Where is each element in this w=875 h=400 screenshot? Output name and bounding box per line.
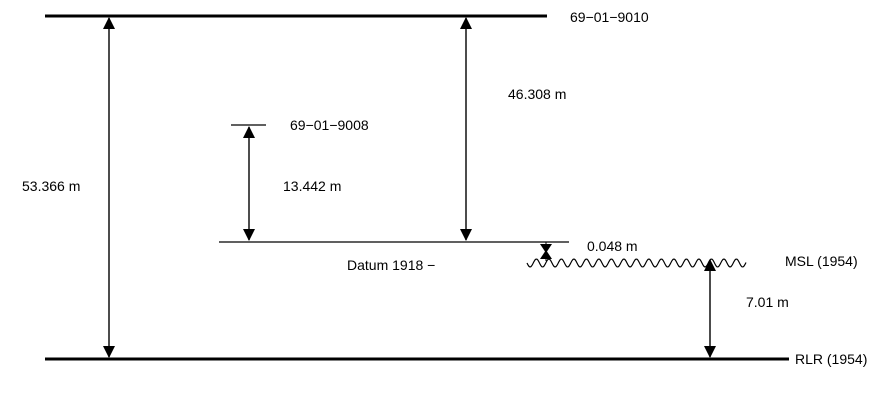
mid-benchmark-label: 69−01−9008: [290, 117, 369, 133]
datum-to-msl-arrows: [540, 242, 552, 261]
datum-label: Datum 1918 −: [347, 257, 435, 273]
rlr-to-top-label: 53.366 m: [22, 178, 80, 194]
msl-wavy-line: [526, 258, 747, 268]
rlr-label: RLR (1954): [795, 351, 867, 367]
datum-to-mid-label: 13.442 m: [283, 178, 341, 194]
datum-to-top-label: 46.308 m: [508, 86, 566, 102]
msl-label: MSL (1954): [785, 253, 858, 269]
datum-to-msl-label: 0.048 m: [587, 238, 638, 254]
top-benchmark-label: 69−01−9010: [570, 9, 649, 25]
rlr-to-msl-label: 7.01 m: [746, 294, 789, 310]
